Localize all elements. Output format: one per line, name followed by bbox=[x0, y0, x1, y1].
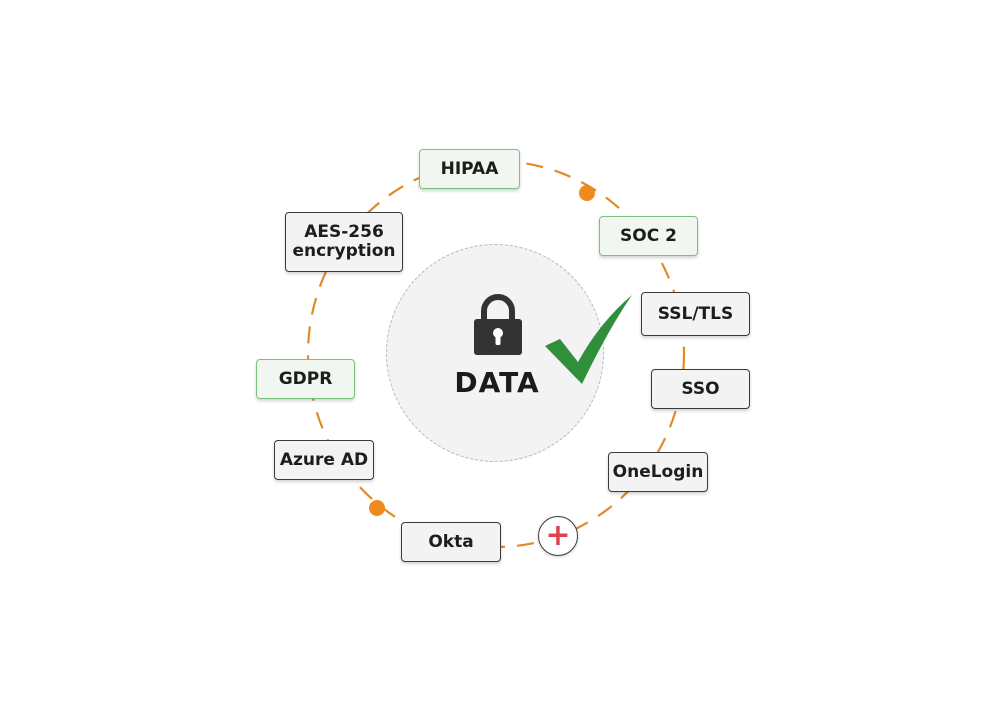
sso-badge: SSO bbox=[651, 369, 750, 409]
sso-label: SSO bbox=[681, 378, 720, 399]
aes-label-line2: encryption bbox=[292, 241, 396, 261]
orbit-dot-icon bbox=[579, 185, 595, 201]
aes-256-encryption-badge: AES-256 encryption bbox=[285, 212, 403, 272]
data-label: DATA bbox=[454, 366, 540, 399]
ssl-tls-label: SSL/TLS bbox=[657, 303, 734, 324]
hipaa-label: HIPAA bbox=[440, 158, 499, 179]
hipaa-badge: HIPAA bbox=[419, 149, 520, 189]
checkmark-icon bbox=[545, 295, 632, 384]
gdpr-label: GDPR bbox=[278, 368, 333, 389]
gdpr-badge: GDPR bbox=[256, 359, 355, 399]
soc2-badge: SOC 2 bbox=[599, 216, 698, 256]
okta-badge: Okta bbox=[401, 522, 501, 562]
azure-ad-label: Azure AD bbox=[279, 449, 369, 470]
onelogin-label: OneLogin bbox=[612, 461, 704, 482]
azure-ad-badge: Azure AD bbox=[274, 440, 374, 480]
orbit-dot-icon bbox=[369, 500, 385, 516]
onelogin-badge: OneLogin bbox=[608, 452, 708, 492]
okta-label: Okta bbox=[428, 531, 474, 552]
soc2-label: SOC 2 bbox=[620, 225, 677, 246]
add-button[interactable]: + bbox=[538, 516, 578, 556]
ssl-tls-badge: SSL/TLS bbox=[641, 292, 750, 336]
lock-icon bbox=[474, 294, 522, 355]
plus-icon: + bbox=[545, 518, 571, 553]
aes-label-line1: AES-256 bbox=[304, 222, 384, 242]
